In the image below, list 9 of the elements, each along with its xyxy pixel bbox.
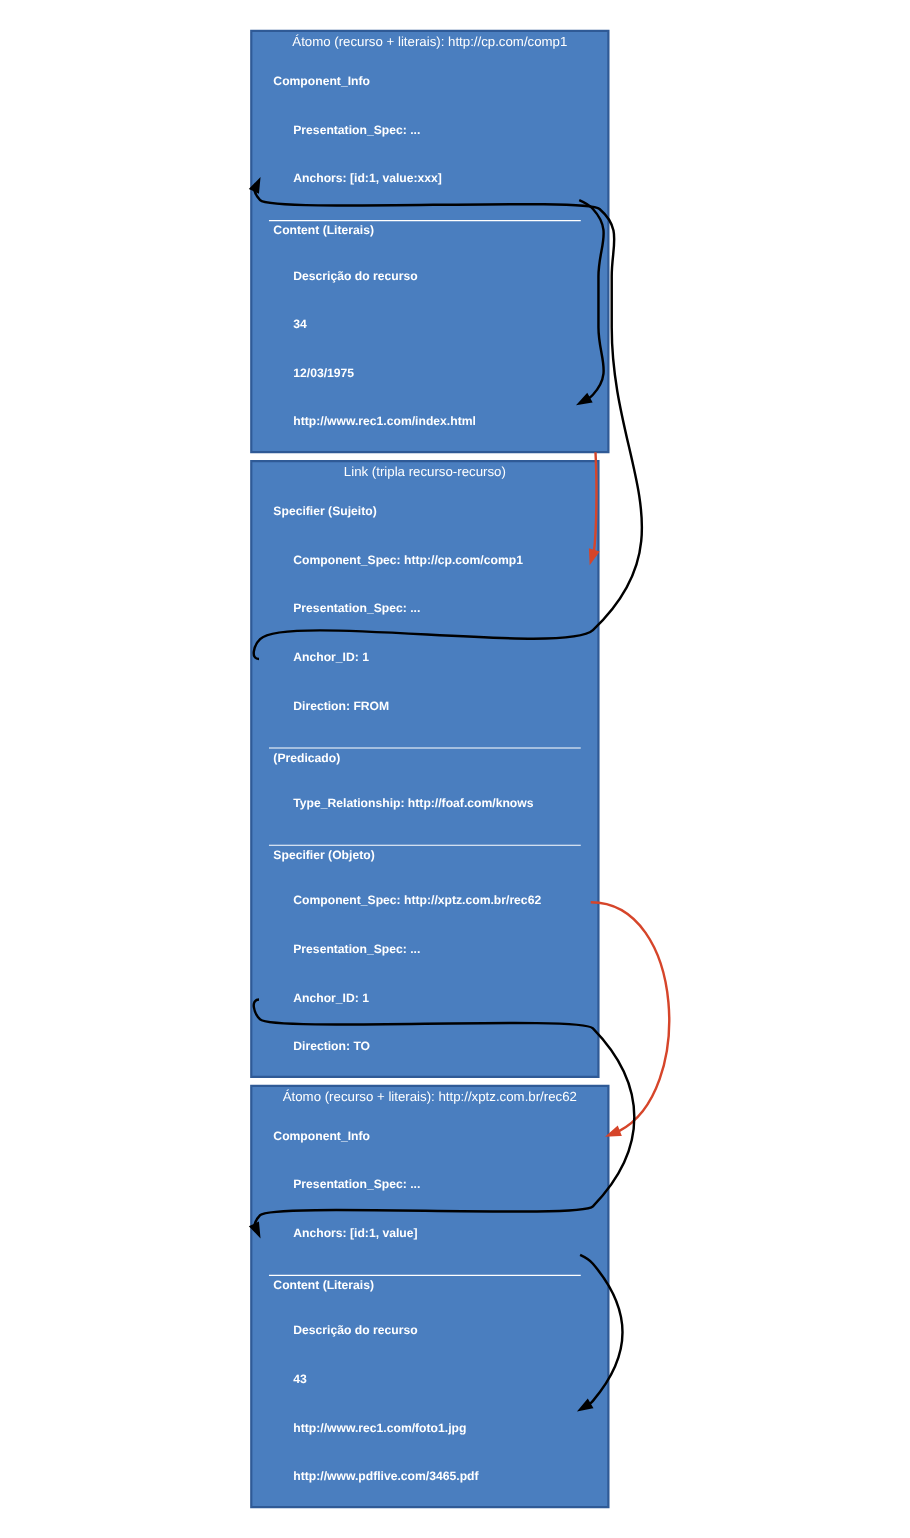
arrow <box>247 998 635 1239</box>
arrow <box>575 1253 623 1412</box>
node-box <box>267 220 580 222</box>
node-box <box>267 1274 580 1276</box>
node-box <box>267 844 580 846</box>
arrow <box>247 176 642 660</box>
node-box <box>267 747 580 749</box>
arrow <box>587 452 599 566</box>
arrow <box>575 199 604 406</box>
